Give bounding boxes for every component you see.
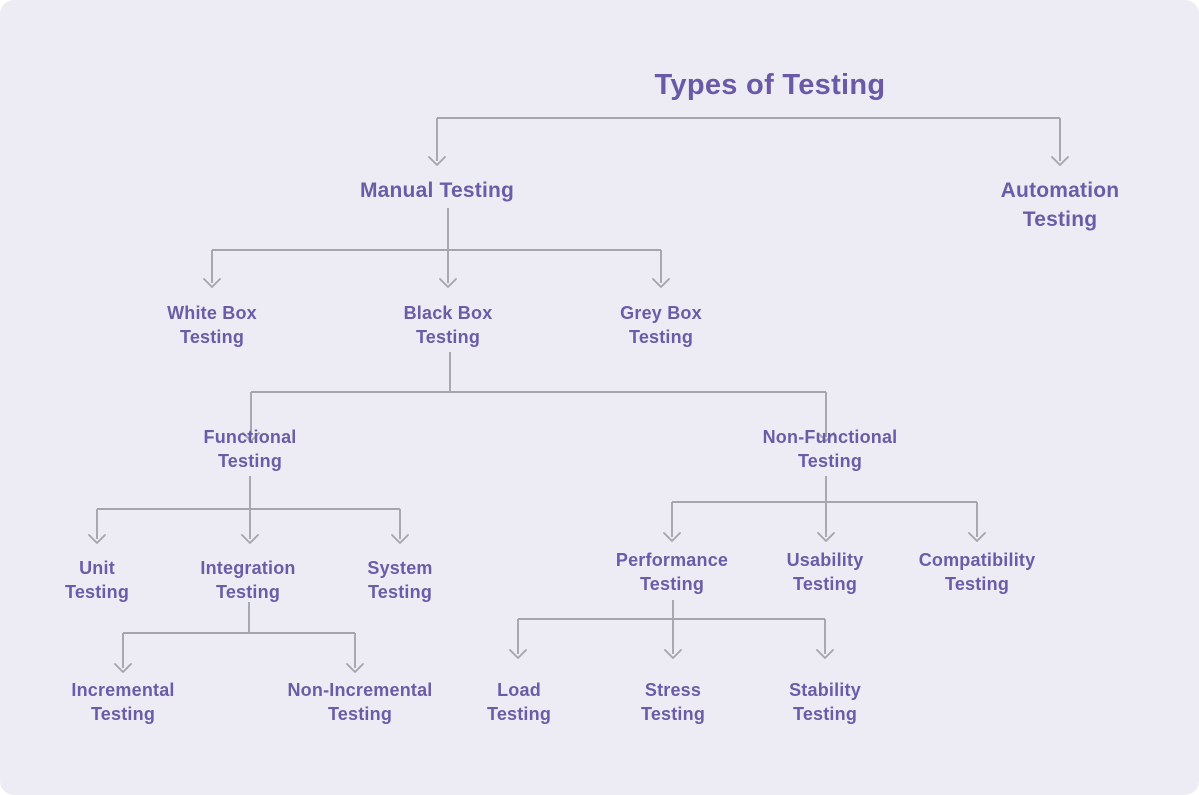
arrowhead-icon — [816, 649, 834, 659]
node-stability-testing: Stability Testing — [789, 680, 861, 724]
node-automation-testing: Automation Testing — [1000, 179, 1120, 231]
arrowhead-icon — [817, 532, 835, 542]
node-stress-testing: Stress Testing — [640, 680, 706, 724]
node-non-functional-testing: Non-Functional Testing — [762, 427, 898, 471]
arrowhead-icon — [1051, 156, 1069, 166]
node-white-box-testing: White Box Testing — [167, 303, 257, 347]
arrowhead-icon — [817, 432, 835, 442]
connector-manual — [203, 208, 670, 288]
node-load-testing: Load Testing — [486, 680, 552, 724]
connector-integration — [114, 602, 364, 673]
node-performance-testing: Performance Testing — [615, 550, 729, 594]
arrowhead-icon — [428, 156, 446, 166]
node-integration-testing: Integration Testing — [200, 558, 296, 602]
arrowhead-icon — [439, 278, 457, 288]
arrowhead-icon — [346, 663, 364, 673]
arrowhead-icon — [88, 534, 106, 544]
arrowhead-icon — [663, 532, 681, 542]
arrowhead-icon — [652, 278, 670, 288]
node-usability-testing: Usability Testing — [786, 550, 864, 594]
arrowhead-icon — [391, 534, 409, 544]
node-manual-testing: Manual Testing — [359, 179, 515, 202]
connector-black-box — [242, 352, 835, 442]
connector-performance — [509, 600, 834, 659]
arrowhead-icon — [114, 663, 132, 673]
arrowhead-icon — [664, 649, 682, 659]
node-grey-box-testing: Grey Box Testing — [620, 303, 702, 347]
arrowhead-icon — [968, 532, 986, 542]
node-incremental-testing: Incremental Testing — [71, 680, 175, 724]
connector-root — [428, 117, 1069, 166]
node-black-box-testing: Black Box Testing — [403, 303, 493, 347]
arrowhead-icon — [203, 278, 221, 288]
connector-functional — [88, 476, 409, 544]
connector-non-functional — [663, 476, 986, 542]
page-title: Types of Testing — [654, 69, 886, 101]
arrowhead-icon — [509, 649, 527, 659]
node-system-testing: System Testing — [367, 558, 433, 602]
node-compatibility-testing: Compatibility Testing — [918, 550, 1036, 594]
arrowhead-icon — [241, 534, 259, 544]
node-functional-testing: Functional Testing — [203, 427, 297, 471]
node-non-incremental-testing: Non-Incremental Testing — [287, 680, 433, 724]
arrowhead-icon — [242, 432, 260, 442]
node-unit-testing: Unit Testing — [64, 558, 130, 602]
